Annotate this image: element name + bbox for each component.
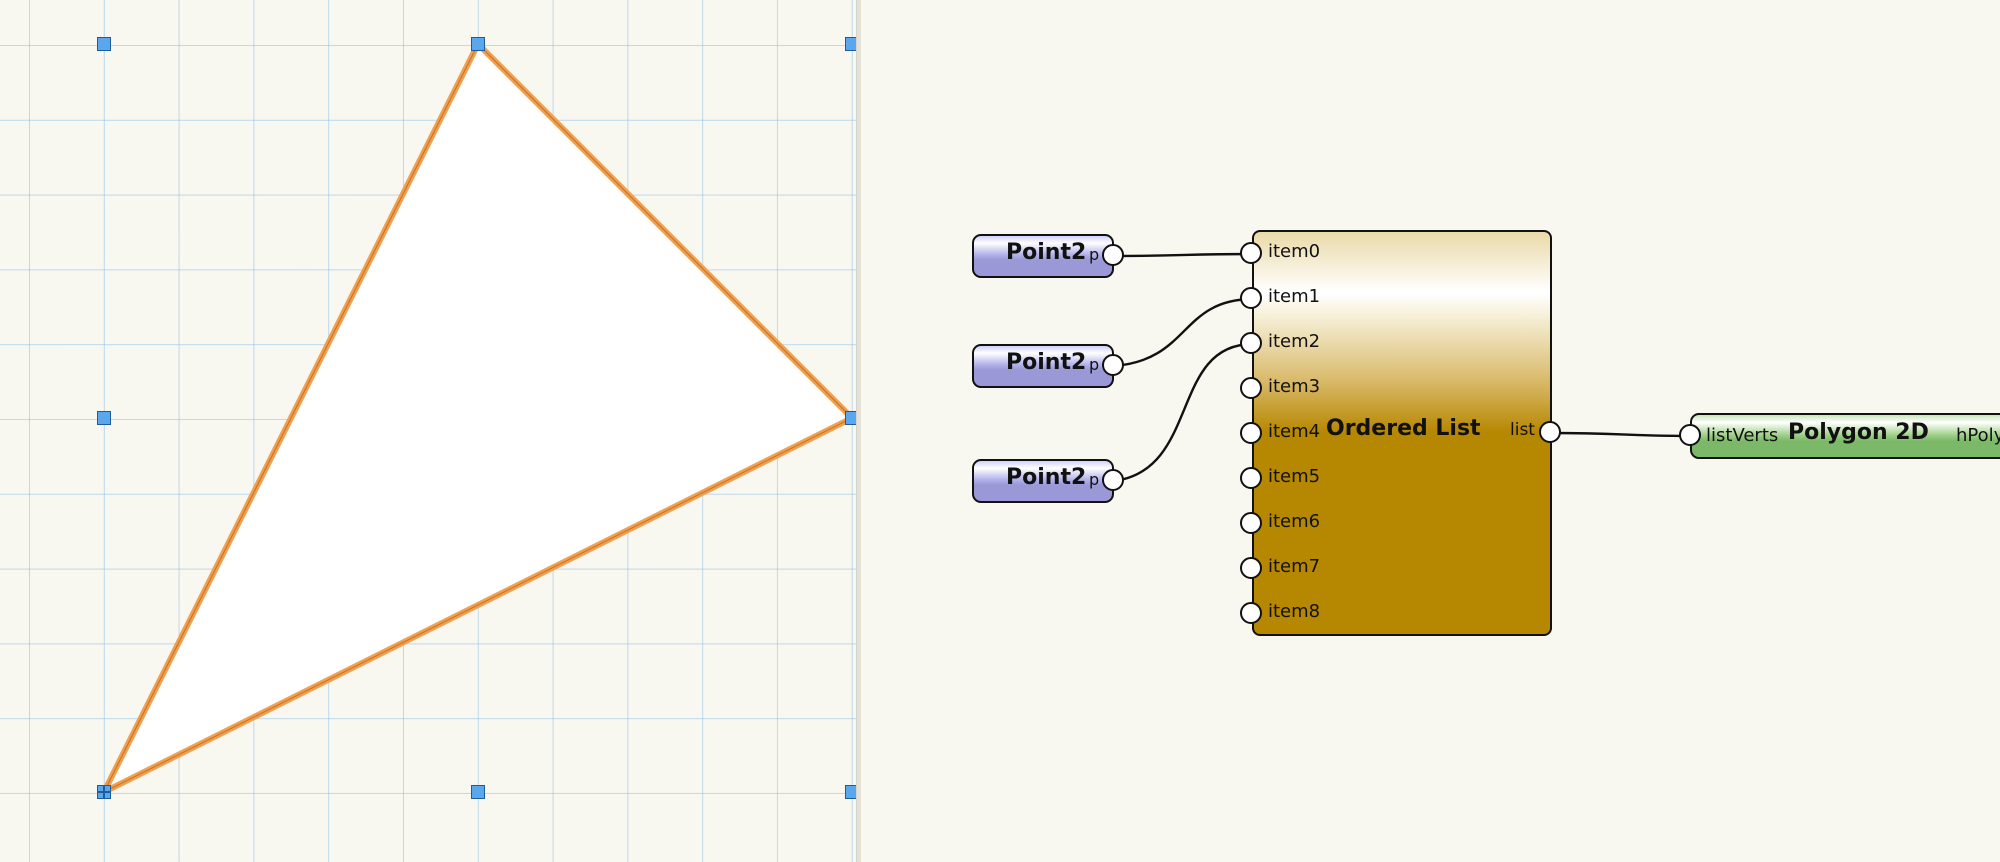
item4-input-port[interactable] <box>1240 422 1262 444</box>
item5-input-port[interactable] <box>1240 467 1262 489</box>
point2-2-output-port[interactable] <box>1102 354 1124 376</box>
item2-input-port[interactable] <box>1240 332 1262 354</box>
output-port-label: list <box>1510 420 1535 440</box>
input-port-label: item2 <box>1268 331 1321 352</box>
node-title: Point2 <box>1006 465 1087 490</box>
triangle-shape[interactable] <box>97 38 856 799</box>
selection-handle-top-center[interactable] <box>471 37 485 51</box>
input-port-label: item6 <box>1268 511 1321 532</box>
point2-node-2[interactable]: Point2 p <box>972 344 1114 388</box>
input-port-label: listVerts <box>1706 425 1779 446</box>
drawing-canvas[interactable] <box>0 0 856 862</box>
item0-input-port[interactable] <box>1240 242 1262 264</box>
item3-input-port[interactable] <box>1240 377 1262 399</box>
selection-handle-middle-right[interactable] <box>845 411 856 425</box>
item8-input-port[interactable] <box>1240 602 1262 624</box>
shape-layer <box>97 38 856 799</box>
selection-handle-bottom-right[interactable] <box>845 785 856 799</box>
ordered-list-node[interactable]: item0 item1 item2 item3 item4 item5 item… <box>1252 230 1552 636</box>
node-title: Polygon 2D <box>1788 420 1929 445</box>
selection-handle-bottom-center[interactable] <box>471 785 485 799</box>
node-title: Ordered List <box>1326 416 1481 441</box>
output-port-label: p <box>1089 470 1100 489</box>
selection-handle-bottom-left-origin[interactable] <box>97 785 111 799</box>
list-output-port[interactable] <box>1539 421 1561 443</box>
node-title: Point2 <box>1006 350 1087 375</box>
input-port-label: item1 <box>1268 286 1321 307</box>
point2-3-output-port[interactable] <box>1102 469 1124 491</box>
input-port-label: item3 <box>1268 376 1321 397</box>
input-port-label: item0 <box>1268 241 1321 262</box>
item1-input-port[interactable] <box>1240 287 1262 309</box>
input-port-label: item7 <box>1268 556 1321 577</box>
input-port-label: item5 <box>1268 466 1321 487</box>
input-port-label: item4 <box>1268 421 1321 442</box>
listverts-input-port[interactable] <box>1679 424 1701 446</box>
polygon-2d-node[interactable]: listVerts Polygon 2D hPolygon <box>1690 413 2000 459</box>
point2-1-output-port[interactable] <box>1102 244 1124 266</box>
triangle-shape-inner-stroke <box>102 42 854 794</box>
output-port-label: p <box>1089 355 1100 374</box>
item7-input-port[interactable] <box>1240 557 1262 579</box>
pane-divider[interactable] <box>856 0 861 862</box>
selection-handle-top-left[interactable] <box>97 37 111 51</box>
node-title: Point2 <box>1006 240 1087 265</box>
output-port-label: hPolygon <box>1956 425 2000 446</box>
item6-input-port[interactable] <box>1240 512 1262 534</box>
output-port-label: p <box>1089 245 1100 264</box>
input-port-label: item8 <box>1268 601 1321 622</box>
point2-node-3[interactable]: Point2 p <box>972 459 1114 503</box>
selection-handle-middle-left[interactable] <box>97 411 111 425</box>
point2-node-1[interactable]: Point2 p <box>972 234 1114 278</box>
selection-handle-top-right[interactable] <box>845 37 856 51</box>
